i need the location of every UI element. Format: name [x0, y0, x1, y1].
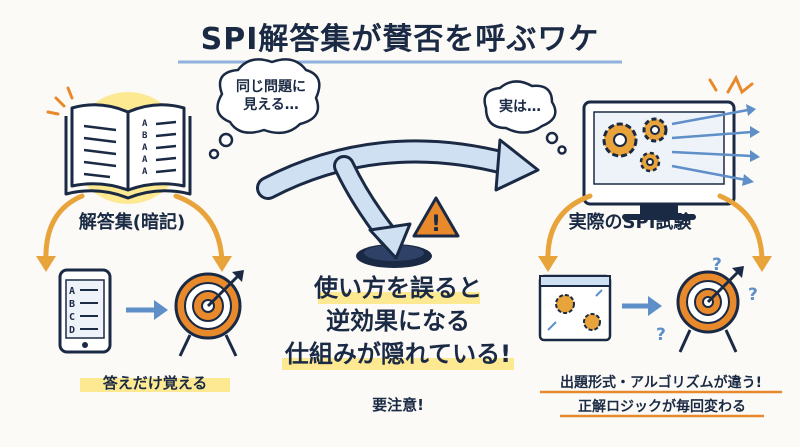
- question-marks: ? ? ?: [656, 255, 758, 345]
- book-letter: A: [142, 167, 148, 177]
- data-flow-arrows: [671, 108, 753, 182]
- book-letters: A B A A A: [142, 119, 148, 177]
- left-curve-arrow: [545, 193, 593, 265]
- burst-icon: [708, 74, 754, 95]
- logic-caption: 正解ロジックが毎回変わる: [578, 399, 746, 415]
- center-line: 使い方を誤ると: [314, 274, 482, 302]
- center-highlight-2: [282, 358, 514, 370]
- left-thought-bubble: [208, 58, 321, 160]
- question-mark-icon: ?: [712, 255, 722, 275]
- big-arrow: [259, 142, 517, 197]
- center-message: 使い方を誤ると 逆効果になる 仕組みが隠れている!: [270, 272, 526, 371]
- right-curve-arrow: [717, 193, 765, 265]
- monitor-icon: [582, 100, 736, 220]
- gear-icon: [639, 151, 661, 173]
- phone-letter: B: [69, 299, 75, 310]
- spark-lines: [46, 86, 74, 116]
- gear-icon: [602, 122, 638, 158]
- question-mark-icon: ?: [748, 285, 758, 305]
- open-book-icon: [64, 103, 192, 200]
- right-curve-arrow: [173, 193, 225, 265]
- book-letter: A: [142, 155, 148, 165]
- caption-highlight: [80, 378, 230, 392]
- phone-letter: C: [69, 312, 75, 323]
- gear-icon: [642, 117, 668, 143]
- phone-letter: D: [69, 325, 75, 336]
- warning-mark: !: [431, 212, 441, 237]
- phone-letter: A: [69, 286, 75, 297]
- caution-note: 要注意!: [372, 396, 424, 414]
- center-line: 仕組みが隠れている!: [284, 340, 512, 368]
- actual-spi-label: 実際のSPI試験: [568, 212, 692, 233]
- answer-book-label: 解答集(暗記): [78, 212, 186, 233]
- right-target-icon: [676, 266, 744, 353]
- warning-icon: !: [412, 196, 460, 238]
- left-target-icon: [174, 270, 244, 357]
- left-bubble-line: 同じ問題に: [236, 79, 306, 95]
- left-bubble-line: 見える…: [243, 97, 299, 113]
- page-title: SPI解答集が賛否を呼ぶワケ: [200, 22, 600, 57]
- book-letter: A: [142, 143, 148, 153]
- book-letter: B: [142, 131, 148, 141]
- center-highlight-1: [318, 292, 480, 304]
- center-line: 逆効果になる: [326, 307, 470, 335]
- memorize-caption: 答えだけ覚える: [102, 374, 208, 392]
- format-caption: 出題形式・アルゴリズムが違う!: [560, 375, 762, 391]
- left-bubble-text: 同じ問題に 見える…: [226, 78, 316, 114]
- phone-icon: [58, 268, 112, 354]
- book-letter: A: [142, 119, 148, 129]
- right-thought-bubble: [483, 80, 567, 155]
- phone-letters: A B C D: [69, 286, 75, 336]
- question-mark-icon: ?: [656, 325, 666, 345]
- left-curve-arrow: [43, 193, 85, 265]
- right-bubble-text: 実は…: [499, 99, 541, 115]
- process-window-icon: [538, 274, 612, 342]
